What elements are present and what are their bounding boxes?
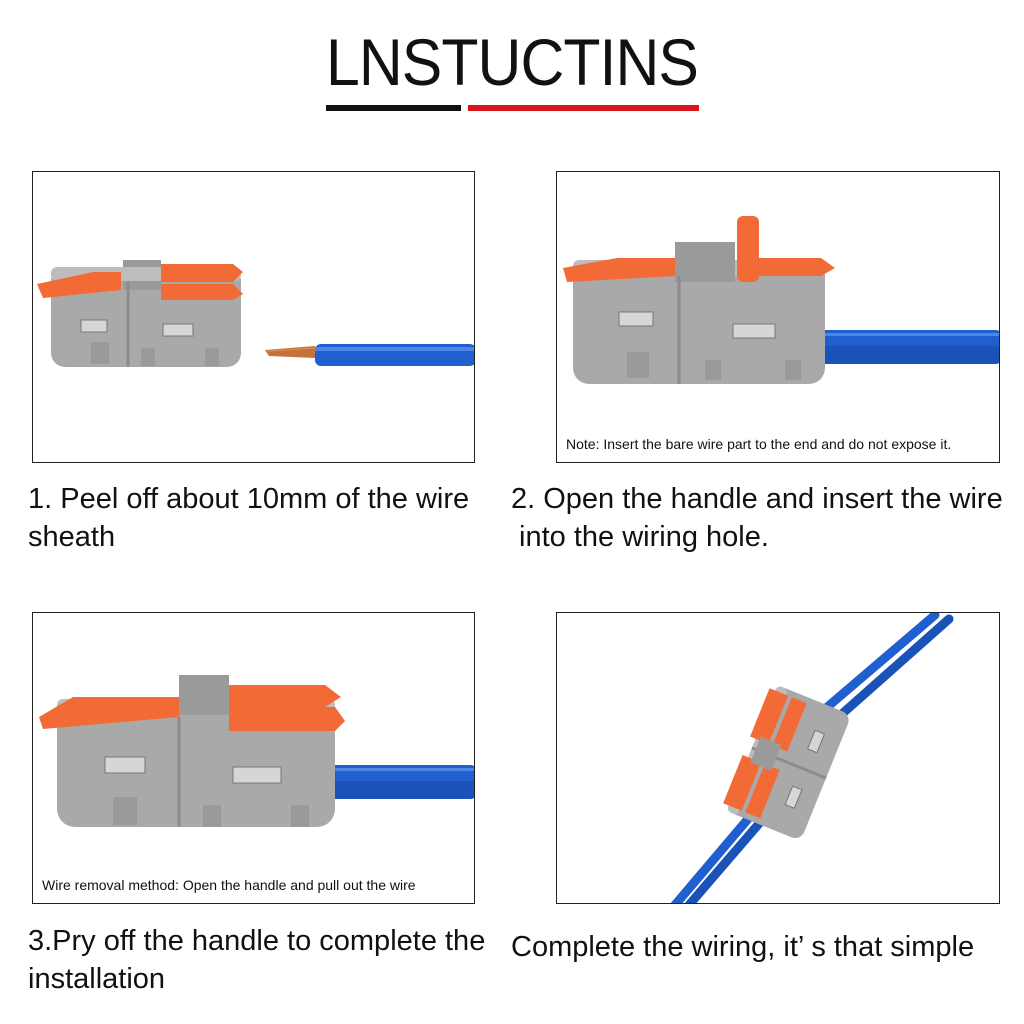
step-2-note: Note: Insert the bare wire part to the e… bbox=[566, 436, 952, 452]
step-3-caption: 3.Pry off the handle to complete the ins… bbox=[28, 922, 498, 998]
step-1-connector-illustration bbox=[37, 260, 474, 367]
step-2-caption-line-1: 2. Open the handle and insert the wire bbox=[511, 483, 1003, 515]
step-3-caption-line-2: installation bbox=[28, 963, 166, 995]
step-1-caption-line-1: 1. Peel off about 10mm of the wire bbox=[28, 483, 470, 515]
step-4-caption: Complete the wiring, it’ s that simple bbox=[511, 928, 1011, 966]
step-1-caption-line-2: sheath bbox=[28, 521, 116, 553]
title-underline-black bbox=[326, 105, 461, 111]
step-4-caption-line-1: Complete the wiring, it’ s that simple bbox=[511, 931, 975, 963]
step-2-image-panel: Note: Insert the bare wire part to the e… bbox=[556, 171, 1000, 463]
step-3-note: Wire removal method: Open the handle and… bbox=[42, 877, 416, 893]
step-1-image-panel bbox=[32, 171, 475, 463]
title-underline-red bbox=[468, 105, 699, 111]
step-4-connector-illustration bbox=[670, 613, 954, 903]
page-title: LNSTUCTINS bbox=[325, 25, 699, 99]
step-2-connector-illustration bbox=[563, 216, 999, 384]
step-4-image-panel bbox=[556, 612, 1000, 904]
step-3-image-panel: Wire removal method: Open the handle and… bbox=[32, 612, 475, 904]
step-3-connector-illustration bbox=[39, 675, 474, 827]
step-2-caption: 2. Open the handle and insert the wire i… bbox=[511, 480, 1011, 556]
step-1-caption: 1. Peel off about 10mm of the wire sheat… bbox=[28, 480, 498, 556]
step-3-caption-line-1: 3.Pry off the handle to complete the bbox=[28, 925, 486, 957]
step-2-caption-line-2: into the wiring hole. bbox=[511, 521, 769, 553]
